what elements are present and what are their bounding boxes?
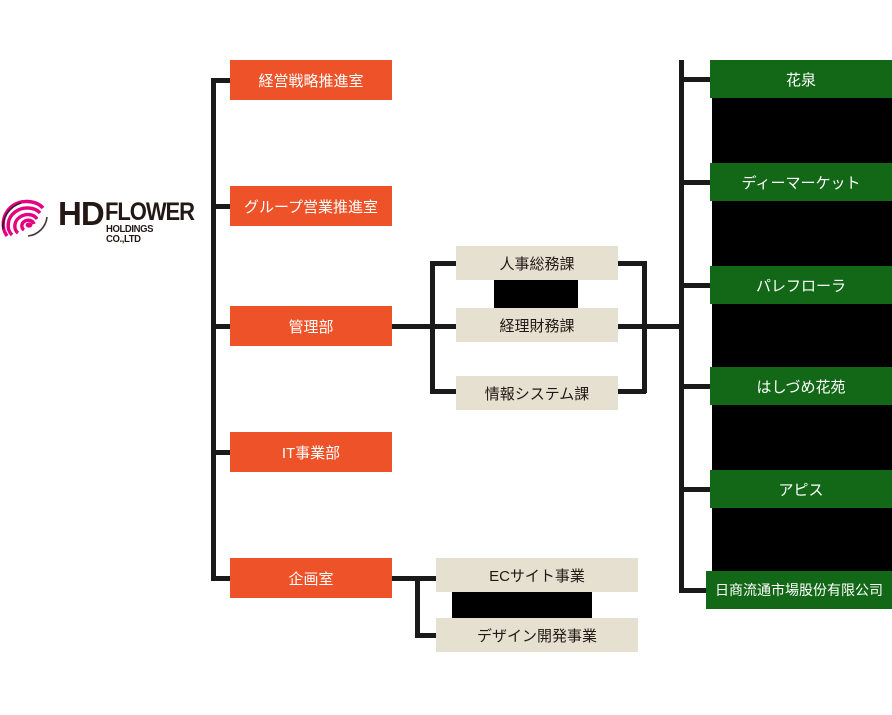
- division-node-4[interactable]: 企画室: [230, 558, 392, 598]
- section-node-4[interactable]: デザイン開発事業: [436, 618, 638, 652]
- connector-group-branch-4: [679, 487, 712, 492]
- group-company-node-4[interactable]: アピス: [710, 470, 892, 508]
- section-node-label: デザイン開発事業: [476, 627, 597, 645]
- group-company-node-3[interactable]: はしづめ花苑: [710, 367, 892, 405]
- connector-section-right-2: [616, 389, 646, 394]
- group-company-node-label: パレフローラ: [755, 277, 846, 295]
- section-node-label: 情報システム課: [484, 385, 590, 403]
- redaction-block-0: [494, 280, 578, 308]
- section-node-1[interactable]: 経理財務課: [456, 308, 618, 342]
- group-company-node-label: はしづめ花苑: [756, 378, 846, 396]
- logo-primary-text: HD: [58, 195, 105, 232]
- connector-division-branch-4: [211, 576, 232, 581]
- group-company-node-1[interactable]: ディーマーケット: [710, 163, 892, 201]
- connector-group-branch-1: [679, 180, 712, 185]
- redaction-block-2: [712, 98, 892, 163]
- connector-admin-out: [392, 324, 434, 329]
- redaction-block-6: [712, 508, 892, 571]
- connector-plan-trunk: [415, 576, 420, 638]
- connector-group-branch-5: [679, 588, 708, 593]
- connector-section-branch-1: [430, 324, 458, 329]
- connector-section-branch-0: [430, 261, 458, 266]
- section-node-2[interactable]: 情報システム課: [456, 376, 618, 410]
- connector-plan-branch-1: [415, 633, 439, 638]
- connector-plan-branch-0: [415, 576, 439, 581]
- redaction-block-5: [712, 405, 892, 470]
- division-node-3[interactable]: IT事業部: [230, 432, 392, 472]
- group-company-node-label: アピス: [778, 481, 824, 499]
- connector-group-branch-2: [679, 283, 712, 288]
- section-node-label: 人事総務課: [499, 255, 575, 273]
- group-company-node-label: 日商流通市場股份有限公司: [715, 582, 883, 598]
- connector-division-branch-1: [211, 204, 232, 209]
- redaction-block-3: [712, 201, 892, 266]
- division-node-0[interactable]: 経営戦略推進室: [230, 60, 392, 100]
- division-node-label: IT事業部: [281, 444, 341, 462]
- company-logo: HD FLOWER HOLDINGS CO.,LTD: [0, 195, 195, 245]
- group-company-node-0[interactable]: 花泉: [710, 60, 892, 98]
- division-node-2[interactable]: 管理部: [230, 306, 392, 346]
- group-company-node-label: ディーマーケット: [741, 174, 861, 192]
- division-node-1[interactable]: グループ営業推進室: [230, 186, 392, 226]
- logo-tagline: HOLDINGS CO.,LTD: [106, 224, 154, 245]
- connector-plan-out: [392, 576, 420, 581]
- connector-section-branch-2: [430, 389, 458, 394]
- group-company-node-label: 花泉: [785, 71, 816, 89]
- section-node-3[interactable]: ECサイト事業: [436, 558, 638, 592]
- redaction-block-4: [712, 304, 892, 367]
- division-node-label: 企画室: [288, 570, 334, 588]
- section-node-0[interactable]: 人事総務課: [456, 246, 618, 280]
- rose-mark-icon: [1, 199, 48, 238]
- connector-group-branch-0: [679, 77, 712, 82]
- group-company-node-5[interactable]: 日商流通市場股份有限公司: [706, 571, 892, 609]
- group-company-node-2[interactable]: パレフローラ: [710, 266, 892, 304]
- connector-division-branch-3: [211, 450, 232, 455]
- connector-right-feed: [642, 324, 684, 329]
- connector-section-right-0: [616, 261, 646, 266]
- connector-left-trunk: [211, 78, 216, 580]
- redaction-block-1: [452, 592, 592, 618]
- connector-green-trunk: [679, 60, 684, 592]
- section-node-label: 経理財務課: [499, 317, 575, 335]
- division-node-label: 経営戦略推進室: [258, 72, 364, 90]
- division-node-label: 管理部: [288, 318, 334, 336]
- section-node-label: ECサイト事業: [489, 567, 585, 585]
- logo-secondary-text: FLOWER: [105, 198, 195, 226]
- logo-wordmark: HD FLOWER HOLDINGS CO.,LTD: [58, 195, 195, 245]
- connector-division-branch-0: [211, 78, 232, 83]
- division-node-label: グループ営業推進室: [243, 198, 379, 216]
- connector-section-right-1: [616, 324, 646, 329]
- connector-division-branch-2: [211, 324, 232, 329]
- connector-group-branch-3: [679, 384, 712, 389]
